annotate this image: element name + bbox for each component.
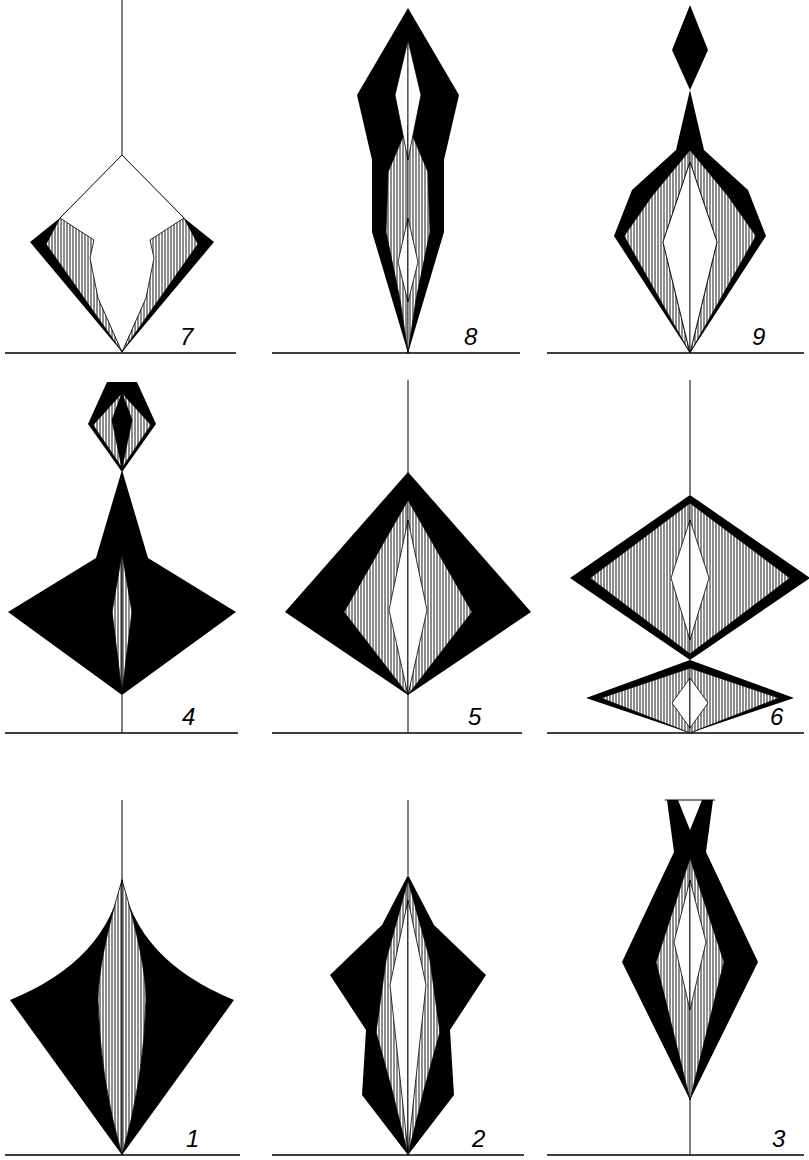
figure-number: 7	[180, 325, 193, 349]
figure-5	[285, 472, 531, 695]
figure-number: 3	[772, 1127, 785, 1151]
figure-number: 1	[186, 1127, 199, 1151]
figure-7	[30, 155, 214, 352]
figure-1	[10, 878, 234, 1155]
figure-number: 2	[472, 1127, 485, 1151]
figure-number: 9	[752, 325, 765, 349]
figure-3	[622, 800, 758, 1100]
figure-number: 6	[770, 705, 783, 729]
figure-number: 4	[182, 705, 195, 729]
baselines	[5, 353, 804, 1155]
figure-9	[614, 5, 766, 353]
figure-2	[330, 875, 486, 1155]
figure-number: 5	[468, 705, 481, 729]
figure-number: 8	[464, 325, 477, 349]
figure-8	[357, 8, 459, 353]
suspension-lines	[122, 0, 715, 1155]
figure-6	[570, 495, 809, 733]
figure-4	[8, 382, 236, 695]
